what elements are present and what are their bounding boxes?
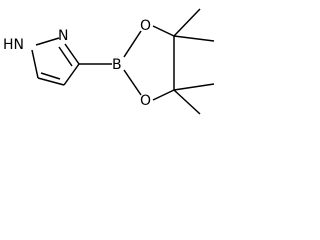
dioxaborolane-ring xyxy=(123,25,175,101)
methyl-groups xyxy=(173,8,215,115)
bond-n2-c3-inner xyxy=(58,46,73,67)
bond-methyl-1 xyxy=(173,8,201,37)
bond-methyl-4 xyxy=(173,89,201,115)
pyrazole-ring xyxy=(31,37,80,86)
bond-n2-c3 xyxy=(64,43,80,65)
bond-c4-c5-inner xyxy=(40,72,61,80)
bond-b-o-top xyxy=(123,30,142,58)
bond-c-o-bottom xyxy=(152,89,175,101)
bond-methyl-3 xyxy=(173,83,215,91)
atom-label-nh: HN xyxy=(3,37,24,53)
atom-label-n: N xyxy=(58,28,68,44)
bond-c3-c4 xyxy=(63,63,80,86)
atom-label-o-top: O xyxy=(140,18,151,34)
bond-c4-c5 xyxy=(37,77,65,86)
atom-label-b: B xyxy=(112,57,122,73)
bond-o-top-c xyxy=(152,25,175,37)
bond-n1-n2 xyxy=(35,37,60,46)
bond-c5-n1 xyxy=(31,49,39,79)
chemical-structure-diagram: HN N B O O xyxy=(3,8,215,115)
bond-o-bottom-b xyxy=(123,69,142,96)
bond-methyl-2 xyxy=(173,35,215,42)
atom-label-o-bottom: O xyxy=(140,93,151,109)
